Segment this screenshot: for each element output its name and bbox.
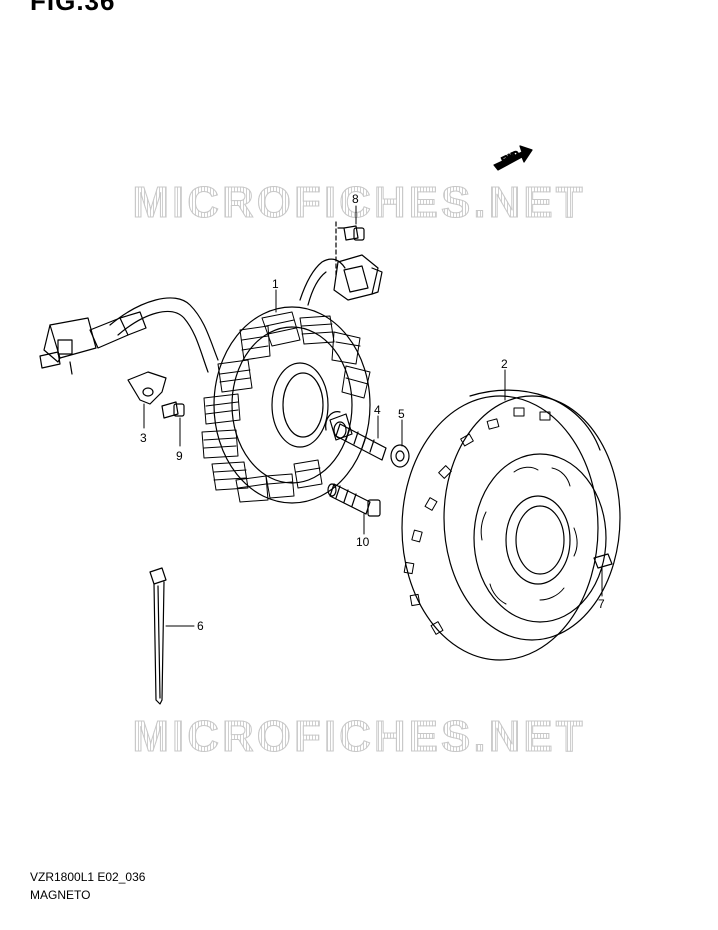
- stator-connector: [299, 254, 383, 306]
- callout-8: 8: [352, 192, 359, 206]
- callout-5: 5: [398, 407, 405, 421]
- fwd-arrow-icon: FWD: [493, 145, 533, 171]
- figure-title: FIG.36: [30, 0, 116, 16]
- callout-4: 4: [374, 403, 381, 417]
- wiring-harness: [39, 297, 219, 375]
- rotor-flywheel: [401, 389, 621, 661]
- footer-diagram-name: MAGNETO: [30, 888, 91, 902]
- callout-9: 9: [176, 449, 183, 463]
- callout-1: 1: [272, 277, 279, 291]
- washer-5: [390, 444, 410, 468]
- screw-8: [335, 221, 365, 277]
- leader-lines: [143, 205, 603, 627]
- clamp-3: [127, 371, 167, 405]
- watermark-bottom: MICROFICHES.NET: [0, 712, 718, 762]
- stator-assembly: [201, 306, 371, 504]
- callout-6: 6: [197, 619, 204, 633]
- callout-3: 3: [140, 431, 147, 445]
- stud-4: [333, 421, 387, 461]
- footer-model-code: VZR1800L1 E02_036: [30, 870, 146, 884]
- clamp-strap-6: [149, 567, 167, 705]
- screw-9: [161, 401, 185, 419]
- key-7: [593, 553, 613, 569]
- callout-2: 2: [501, 357, 508, 371]
- callout-7: 7: [598, 597, 605, 611]
- watermark-top: MICROFICHES.NET: [0, 178, 718, 228]
- bolt-10: [327, 483, 381, 517]
- callout-10: 10: [356, 535, 370, 549]
